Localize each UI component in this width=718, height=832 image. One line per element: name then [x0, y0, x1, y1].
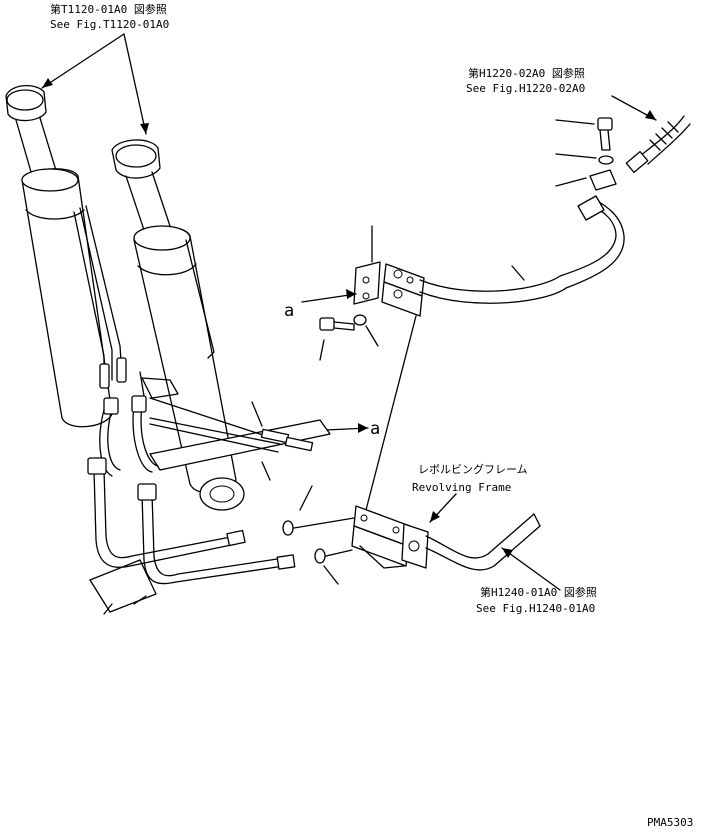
- ref-top-left-en: See Fig.T1120-01A0: [50, 18, 169, 31]
- drawing-code: PMA5303: [647, 816, 693, 829]
- hoses: [87, 395, 314, 615]
- ref-bottom-right-en: See Fig.H1240-01A0: [476, 602, 595, 615]
- misc-leaders: [251, 401, 271, 481]
- ref-top-right: 第H1220-02A0 図参照 See Fig.H1220-02A0: [466, 66, 585, 95]
- leader-arrows: [41, 33, 657, 591]
- upper-manifold: [319, 115, 691, 361]
- ref-frame-jp: レボルビングフレーム: [418, 462, 528, 476]
- cylinder-right: [111, 139, 245, 511]
- ref-frame-en: Revolving Frame: [412, 481, 511, 494]
- frame-edge: [365, 315, 417, 511]
- cylinder-left: [5, 85, 127, 428]
- ref-top-right-jp: 第H1220-02A0 図参照: [468, 66, 585, 80]
- marker-a-lower: a: [370, 419, 380, 439]
- lower-manifold: [282, 485, 541, 585]
- ref-top-left: 第T1120-01A0 図参照 See Fig.T1120-01A0: [50, 2, 169, 31]
- ref-bottom-right: 第H1240-01A0 図参照 See Fig.H1240-01A0: [476, 585, 597, 615]
- marker-a-upper: a: [284, 301, 294, 321]
- ref-frame: レボルビングフレーム Revolving Frame: [412, 462, 528, 494]
- ref-top-right-en: See Fig.H1220-02A0: [466, 82, 585, 95]
- ref-bottom-right-jp: 第H1240-01A0 図参照: [480, 585, 597, 599]
- ref-top-left-jp: 第T1120-01A0 図参照: [50, 2, 167, 16]
